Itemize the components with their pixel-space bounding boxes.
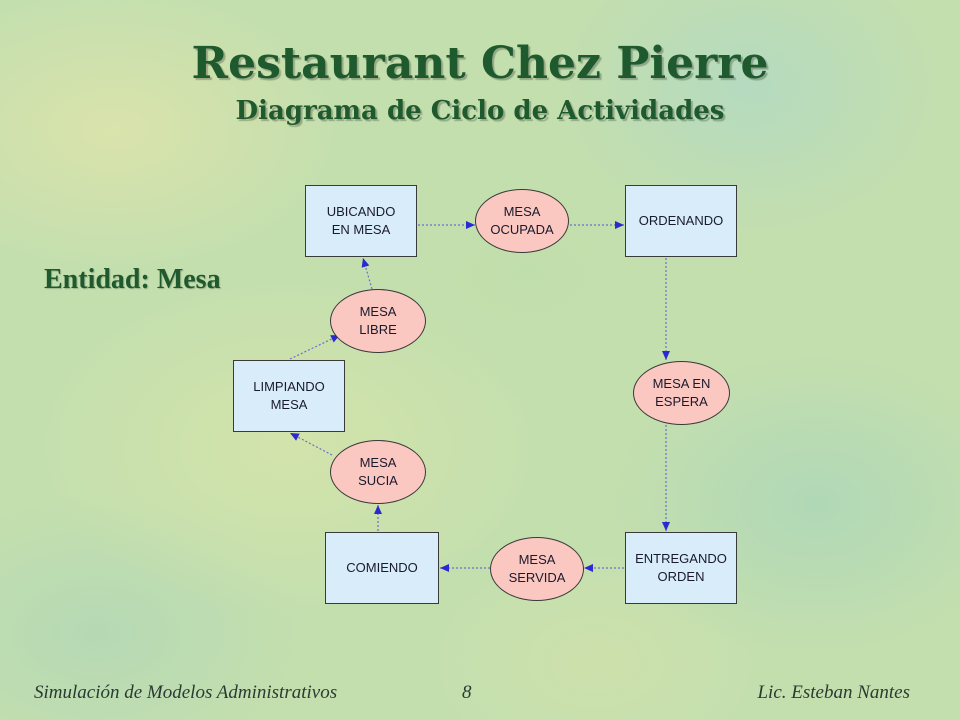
page-title: Restaurant Chez Pierre: [191, 38, 769, 89]
entity-label: Entidad: Mesa: [44, 264, 221, 295]
page-subtitle: Diagrama de Ciclo de Actividades: [235, 96, 725, 126]
activity-entregando-orden: ENTREGANDO ORDEN: [625, 532, 737, 604]
state-mesa-en-espera: MESA EN ESPERA: [633, 361, 730, 425]
state-mesa-libre: MESA LIBRE: [330, 289, 426, 353]
activity-limpiando-mesa: LIMPIANDO MESA: [233, 360, 345, 432]
state-mesa-sucia: MESA SUCIA: [330, 440, 426, 504]
footer-page-number: 8: [462, 682, 472, 703]
arrow-sucia-to-limpiando: [289, 432, 333, 456]
arrow-limpiando-to-libre: [289, 334, 341, 360]
arrow-libre-to-ubicando: [361, 257, 373, 290]
activity-ordenando: ORDENANDO: [625, 185, 737, 257]
state-mesa-ocupada: MESA OCUPADA: [475, 189, 569, 253]
footer-course: Simulación de Modelos Administrativos: [34, 682, 338, 703]
activity-comiendo: COMIENDO: [325, 532, 439, 604]
activity-ubicando-en-mesa: UBICANDO EN MESA: [305, 185, 417, 257]
footer-author: Lic. Esteban Nantes: [757, 682, 910, 703]
state-mesa-servida: MESA SERVIDA: [490, 537, 584, 601]
